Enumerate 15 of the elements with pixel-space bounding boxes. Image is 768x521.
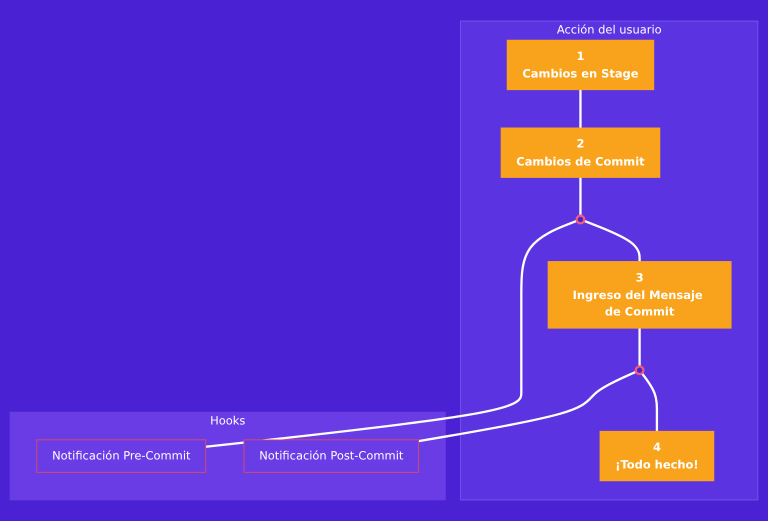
node-box: 4 ¡Todo hecho! (600, 430, 714, 482)
node-circle (634, 365, 645, 376)
node-circle (576, 214, 586, 224)
connector (638, 328, 641, 366)
node-box: 2 Cambios de Commit (500, 128, 660, 178)
connector (579, 178, 582, 216)
connector (641, 372, 658, 432)
connector (579, 90, 582, 128)
node-box: Notificación Pre-Commit (36, 439, 206, 473)
connector (584, 220, 641, 262)
node-box: Notificación Post-Commit (244, 439, 420, 473)
node-box: 3 Ingreso del Mensaje de Commit (548, 261, 732, 329)
connector (206, 220, 578, 448)
node-box: 1 Cambios en Stage (506, 40, 654, 90)
connector (418, 370, 637, 442)
